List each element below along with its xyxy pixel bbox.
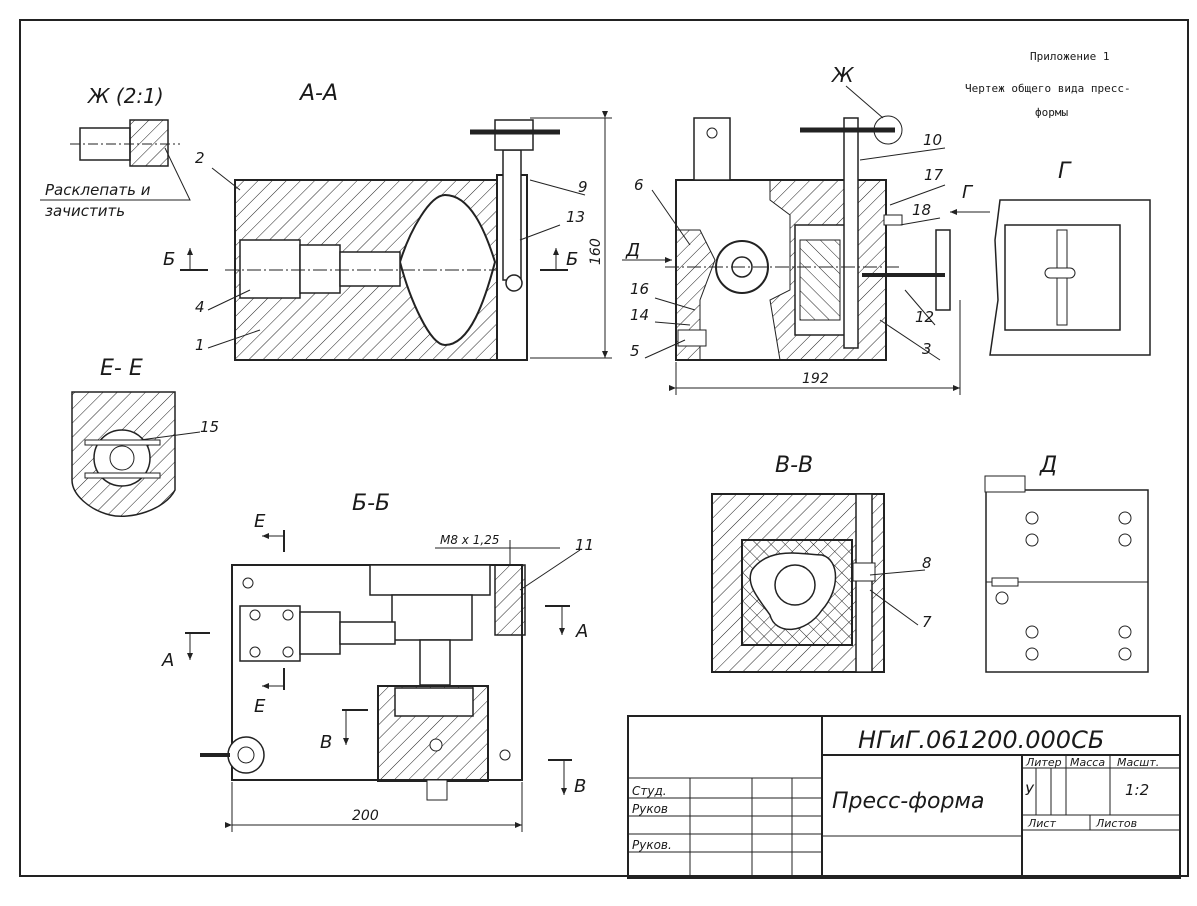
view-label-zh-mark: Ж	[830, 63, 855, 87]
thread-note: М8 х 1,25	[440, 533, 499, 547]
appendix-label: Приложение 1	[1030, 50, 1109, 63]
view-label-bb: Б-Б	[352, 491, 390, 516]
callout-8: 8	[922, 554, 932, 572]
litera-header: Литер	[1025, 756, 1062, 769]
callout-4: 4	[195, 298, 205, 316]
callout-6: 6	[634, 176, 644, 194]
side-view: Ж Д Г 192 6 16 14	[622, 63, 990, 395]
section-bb: Б-Б М8 х 1,25 11 Е Е	[161, 491, 594, 832]
view-label-vv: В-В	[775, 453, 813, 478]
view-d: Д	[984, 453, 1149, 673]
scale-value: 1:2	[1125, 781, 1149, 799]
callout-18: 18	[912, 201, 931, 219]
section-mark-v-left: В	[320, 732, 332, 753]
dimension-height-160: 160	[588, 238, 604, 265]
view-label-aa: А-А	[298, 81, 338, 106]
detail-zh: Ж (2:1) Расклепать и зачистить	[40, 84, 191, 220]
drawing-title-line2: формы	[1035, 106, 1068, 119]
section-ee: Е- Е 15	[71, 356, 219, 517]
sheet-frame	[19, 19, 1189, 877]
callout-10: 10	[923, 131, 942, 149]
supervisor-label-2: Руков.	[632, 838, 672, 852]
sheets-label: Листов	[1095, 817, 1137, 830]
callout-5: 5	[630, 342, 640, 360]
section-mark-e-top: Е	[254, 511, 266, 532]
callout-1: 1	[195, 336, 205, 354]
drawing-title-line1: Чертеж общего вида пресс-	[965, 82, 1131, 95]
section-mark-a-left: А	[161, 650, 174, 671]
view-arrow-g: Г	[962, 182, 974, 203]
callout-3: 3	[922, 340, 932, 358]
view-arrow-d: Д	[625, 240, 640, 261]
supervisor-label-1: Руков	[632, 802, 668, 816]
section-mark-v-right: В	[574, 776, 586, 797]
callout-13: 13	[566, 208, 585, 226]
document-number: НГиГ.061200.000СБ	[858, 726, 1104, 754]
litera-value: У	[1025, 783, 1035, 799]
note-rivet-line2: зачистить	[45, 202, 125, 220]
callout-12: 12	[915, 308, 934, 326]
callout-7: 7	[922, 613, 932, 631]
sheet-label: Лист	[1027, 817, 1056, 830]
section-mark-b-right: Б	[566, 249, 578, 270]
callout-11: 11	[575, 536, 594, 554]
title-block: НГиГ.061200.000СБ Пресс-форма Литер Масс…	[627, 715, 1181, 879]
view-label-g: Г	[1058, 159, 1072, 184]
product-name: Пресс-форма	[832, 789, 985, 814]
callout-16: 16	[630, 280, 649, 298]
section-mark-a-right: А	[575, 621, 588, 642]
callout-14: 14	[630, 306, 649, 324]
student-label: Студ.	[632, 784, 667, 798]
mass-header: Масса	[1070, 756, 1105, 769]
view-label-d: Д	[1039, 453, 1057, 478]
view-label-zh: Ж (2:1)	[86, 84, 164, 108]
dimension-width-200: 200	[352, 808, 379, 824]
view-g: Г	[989, 159, 1151, 356]
section-aa: А-А 160 Б Б 2 4 1 9 13	[163, 81, 612, 361]
section-mark-e-bottom: Е	[254, 696, 266, 717]
callout-2: 2	[195, 149, 205, 167]
note-rivet-line1: Расклепать и	[45, 181, 151, 199]
callout-17: 17	[924, 166, 944, 184]
view-label-ee: Е- Е	[100, 356, 143, 381]
section-mark-b-left: Б	[163, 249, 175, 270]
dimension-width-192: 192	[802, 371, 829, 387]
callout-15: 15	[200, 418, 219, 436]
scale-header: Масшт.	[1117, 756, 1159, 769]
section-vv: В-В 8 7	[711, 453, 932, 673]
callout-9: 9	[578, 178, 588, 196]
